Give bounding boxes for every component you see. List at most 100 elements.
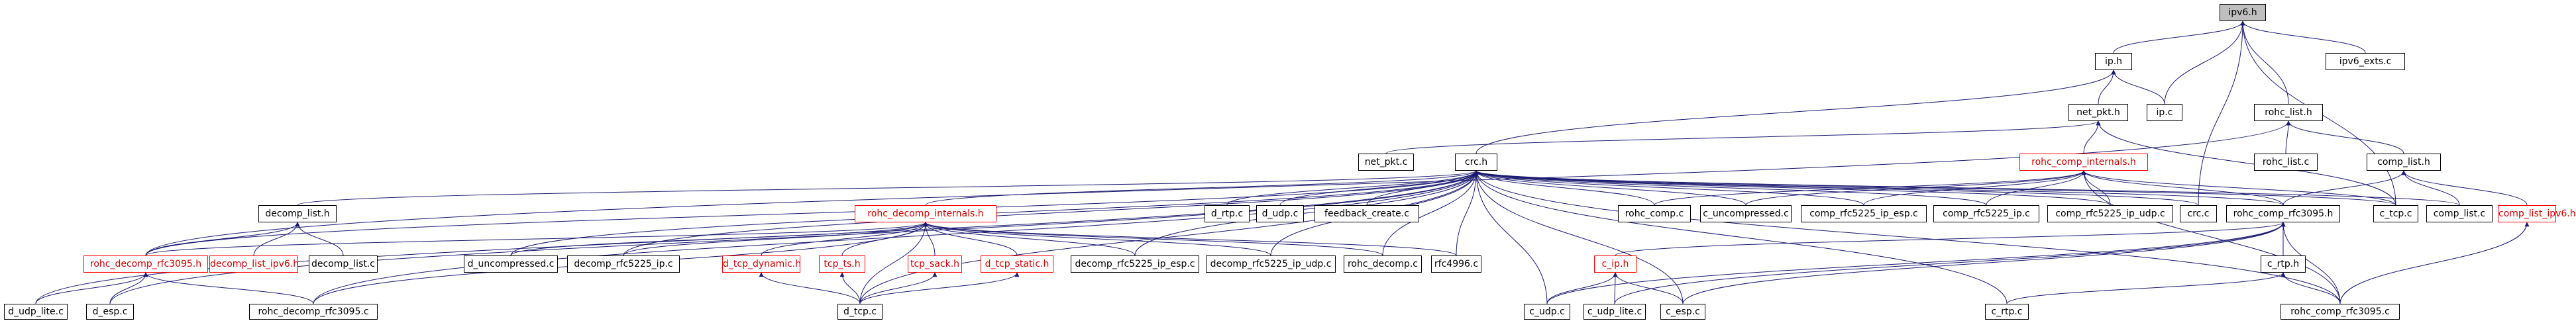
- edge-c-ip-h-to-rohc-comp-rfc3095-h: [1615, 222, 2286, 256]
- node-c-rtp-h[interactable]: c_rtp.h: [2261, 255, 2306, 273]
- node-net-pkt-h[interactable]: net_pkt.h: [2068, 104, 2128, 121]
- edge-rohc-comp-rfc3095-h-to-crc-h: [1474, 170, 2284, 206]
- node-rohc-decomp-c[interactable]: rohc_decomp.c: [1344, 255, 1422, 273]
- node-label: decomp_list_ipv6.h: [210, 259, 299, 269]
- node-rohc-comp-internals-h[interactable]: rohc_comp_internals.h: [2019, 154, 2148, 171]
- node-rohc-decomp-internals-h[interactable]: rohc_decomp_internals.h: [855, 205, 996, 222]
- node-rohc-comp-rfc3095-c[interactable]: rohc_comp_rfc3095.c: [2281, 304, 2400, 320]
- edge-d-udp-lite-c-to-rohc-decomp-rfc3095-h: [35, 272, 148, 304]
- node-ipv6-h[interactable]: ipv6.h: [2220, 4, 2266, 21]
- node-label: rohc_decomp_rfc3095.h: [89, 259, 202, 269]
- edge-rohc-comp-rfc3095-c-to-rohc-comp-rfc3095-h: [2281, 222, 2341, 304]
- edge-c-uncompressed-c-to-rohc-comp-internals-h: [1745, 170, 2086, 206]
- node-comp-list-h[interactable]: comp_list.h: [2367, 154, 2441, 171]
- node-d-tcp-c[interactable]: d_tcp.c: [837, 304, 883, 320]
- node-label: rohc_comp.c: [1625, 208, 1684, 219]
- node-label: comp_list.c: [2433, 208, 2486, 219]
- edge-rohc-comp-rfc3095-h-to-rohc-comp-internals-h: [2081, 170, 2284, 206]
- node-comp-rfc5225-ip-c[interactable]: comp_rfc5225_ip.c: [1933, 205, 2039, 222]
- node-comp-list-c[interactable]: comp_list.c: [2426, 205, 2493, 222]
- node-feedback-create-c[interactable]: feedback_create.c: [1315, 205, 1419, 222]
- node-decomp-rfc5225-ip-c[interactable]: decomp_rfc5225_ip.c: [567, 255, 680, 273]
- node-rohc-decomp-rfc3095-h[interactable]: rohc_decomp_rfc3095.h: [83, 255, 208, 273]
- node-label: c_uncompressed.c: [1703, 208, 1789, 219]
- node-label: ipv6.h: [2228, 7, 2257, 18]
- node-decomp-list-c[interactable]: decomp_list.c: [309, 255, 378, 273]
- edge-rohc-decomp-rfc3095-h-to-decomp-list-h: [145, 222, 300, 256]
- node-c-ip-h[interactable]: c_ip.h: [1594, 255, 1637, 273]
- node-decomp-list-ipv6-h[interactable]: decomp_list_ipv6.h: [209, 255, 299, 273]
- node-c-uncompressed-c[interactable]: c_uncompressed.c: [1700, 205, 1792, 222]
- node-rohc-comp-c[interactable]: rohc_comp.c: [1618, 205, 1691, 222]
- node-net-pkt-c[interactable]: net_pkt.c: [1358, 154, 1414, 171]
- node-d-udp-lite-c[interactable]: d_udp_lite.c: [4, 304, 68, 320]
- node-rohc-decomp-rfc3095-c[interactable]: rohc_decomp_rfc3095.c: [249, 304, 378, 320]
- node-label: c_rtp.h: [2267, 259, 2300, 269]
- node-label: decomp_rfc5225_ip.c: [574, 259, 673, 269]
- node-tcp-sack-h[interactable]: tcp_sack.h: [908, 255, 962, 273]
- node-ipv6-exts-c[interactable]: ipv6_exts.c: [2326, 53, 2405, 70]
- edge-rohc-decomp-internals-h-to-crc-h: [925, 170, 1479, 206]
- edge-d-uncompressed-c-to-rohc-decomp-internals-h: [510, 222, 928, 256]
- node-label: decomp_list.c: [311, 259, 375, 269]
- edge-ip-h-to-ipv6-h: [2113, 21, 2245, 54]
- edge-decomp-list-ipv6-h-to-decomp-list-h: [253, 222, 300, 256]
- edge-crc-c-to-ipv6-h: [2198, 21, 2245, 206]
- node-d-tcp-static-h[interactable]: d_tcp_static.h: [981, 255, 1053, 273]
- node-d-udp-c[interactable]: d_udp.c: [1256, 205, 1304, 222]
- edge-c-udp-c-to-crc-h: [1474, 170, 1548, 304]
- edge-d-tcp-c-to-d-tcp-dynamic-h: [759, 272, 861, 304]
- node-crc-c[interactable]: crc.c: [2180, 205, 2217, 222]
- edge-rohc-comp-internals-h-to-net-pkt-h: [2083, 120, 2101, 154]
- edge-comp-rfc5225-ip-udp-c-to-crc-h: [1474, 170, 2111, 206]
- edge-c-esp-c-to-rohc-comp-rfc3095-h: [1682, 222, 2286, 304]
- node-label: c_udp.c: [1529, 306, 1565, 317]
- edge-rohc-comp-rfc3095-c-to-crc-h: [1474, 170, 2341, 304]
- node-rfc4996-c[interactable]: rfc4996.c: [1431, 255, 1481, 273]
- node-rohc-list-h[interactable]: rohc_list.h: [2254, 104, 2323, 121]
- node-rohc-list-c[interactable]: rohc_list.c: [2254, 154, 2318, 171]
- node-c-udp-c[interactable]: c_udp.c: [1524, 304, 1570, 320]
- node-label: rohc_comp_rfc3095.c: [2290, 306, 2390, 317]
- node-d-esp-c[interactable]: d_esp.c: [86, 304, 134, 320]
- node-c-tcp-c[interactable]: c_tcp.c: [2373, 205, 2418, 222]
- edge-rohc-comp-rfc3095-c-to-rohc-comp-internals-h: [2081, 170, 2341, 304]
- edge-net-pkt-c-to-net-pkt-h: [1385, 120, 2101, 154]
- node-label: feedback_create.c: [1324, 208, 1409, 219]
- node-c-esp-c[interactable]: c_esp.c: [1660, 304, 1705, 320]
- node-rohc-comp-rfc3095-h[interactable]: rohc_comp_rfc3095.h: [2226, 205, 2340, 222]
- node-label: crc.h: [1464, 157, 1488, 167]
- node-decomp-rfc5225-ip-esp-c[interactable]: decomp_rfc5225_ip_esp.c: [1071, 255, 1199, 273]
- edge-d-tcp-c-to-d-tcp-ts-h: [839, 272, 861, 304]
- node-c-rtp-c[interactable]: c_rtp.c: [1985, 304, 2029, 320]
- node-comp-list-ipv6-h[interactable]: comp_list_ipv6.h: [2498, 205, 2576, 222]
- node-label: d_udp_lite.c: [8, 306, 64, 317]
- edge-c-udp-lite-c-to-rohc-comp-rfc3095-h: [1614, 222, 2286, 304]
- node-label: c_tcp.c: [2379, 208, 2412, 219]
- node-d-tcp-dynamic-h[interactable]: d_tcp_dynamic.h: [722, 255, 801, 273]
- node-crc-h[interactable]: crc.h: [1455, 154, 1497, 171]
- node-label: d_tcp.c: [843, 306, 877, 317]
- node-label: rohc_list.c: [2262, 157, 2310, 167]
- edge-c-udp-c-to-rohc-comp-rfc3095-h: [1546, 222, 2286, 304]
- node-comp-rfc5225-ip-udp-c[interactable]: comp_rfc5225_ip_udp.c: [2047, 205, 2173, 222]
- edge-rohc-comp-rfc3095-c-to-comp-list-ipv6-h: [2339, 222, 2530, 304]
- edge-decomp-rfc5225-ip-c-to-rohc-decomp-internals-h: [623, 222, 928, 256]
- node-c-udp-lite-c[interactable]: c_udp_lite.c: [1583, 304, 1646, 320]
- node-d-rtp-c[interactable]: d_rtp.c: [1205, 205, 1250, 222]
- node-label: d_uncompressed.c: [467, 259, 555, 269]
- node-d-tcp-ts-h[interactable]: tcp_ts.h: [819, 255, 865, 273]
- node-ip-h[interactable]: ip.h: [2095, 53, 2132, 70]
- node-d-uncompressed-c[interactable]: d_uncompressed.c: [464, 255, 558, 273]
- node-decomp-list-h[interactable]: decomp_list.h: [258, 205, 337, 222]
- node-label: net_pkt.h: [2076, 107, 2120, 118]
- node-label: rohc_comp_internals.h: [2031, 157, 2136, 167]
- node-label: ip.c: [2156, 107, 2173, 118]
- edge-d-esp-c-to-crc-h: [109, 170, 1479, 304]
- node-ip-c[interactable]: ip.c: [2147, 104, 2182, 121]
- node-decomp-rfc5225-ip-udp-c[interactable]: decomp_rfc5225_ip_udp.c: [1206, 255, 1336, 273]
- edge-ipv6-exts-c-to-ipv6-h: [2240, 21, 2366, 54]
- node-comp-rfc5225-ip-esp-c[interactable]: comp_rfc5225_ip_esp.c: [1801, 205, 1927, 222]
- node-label: tcp_sack.h: [910, 259, 960, 269]
